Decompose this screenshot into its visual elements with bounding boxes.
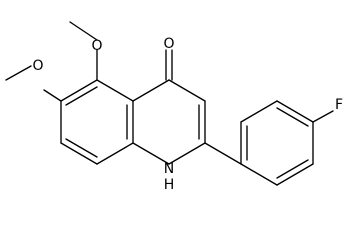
structure-diagram: O O O N H F [5,21,343,193]
methoxy-oxygen-left-label: O [32,58,43,74]
bond-c8a-c8 [96,142,134,165]
molecule-drawing: O O O N H F [5,21,343,193]
carbonyl-oxygen-label: O [163,36,174,52]
bond-c2-c1prime [204,142,242,165]
bond-ph-2 [240,100,278,123]
bond-c6-c5-inner [65,86,98,106]
bond-c-f [312,110,334,123]
bond-c4a-c4 [132,79,170,102]
bond-ph-3 [276,100,314,123]
bond-c8-c7 [60,142,98,165]
bond-ph-3-inner [276,107,309,127]
bond-n1-c8a [132,142,170,165]
bond-c6-o [43,89,62,102]
methoxy-groups [5,21,98,102]
bond-c6-c5 [60,79,98,102]
nitrogen-hydrogen-label: H [164,177,175,193]
atom-labels: O O O N H F [32,36,343,193]
bond-ph-6 [240,163,278,186]
bond-o-ch3-top [69,21,98,41]
ring-nitrogen-label: N [164,161,174,177]
benzo-ring [60,79,134,165]
bond-c4-c3 [168,79,206,102]
fluorophenyl-ring [204,100,334,186]
bond-o-ch3-left [5,65,32,81]
fluorine-label: F [335,97,343,113]
bond-ph-5-inner [276,159,309,179]
bond-c8-c7-inner [65,138,98,158]
pyridinone-ring [132,79,206,165]
carbonyl-group [165,49,173,81]
methoxy-oxygen-top-label: O [91,38,102,54]
bond-c5-c4a [96,79,134,102]
bond-c2-n1 [168,142,206,165]
bond-ph-5 [276,163,314,186]
